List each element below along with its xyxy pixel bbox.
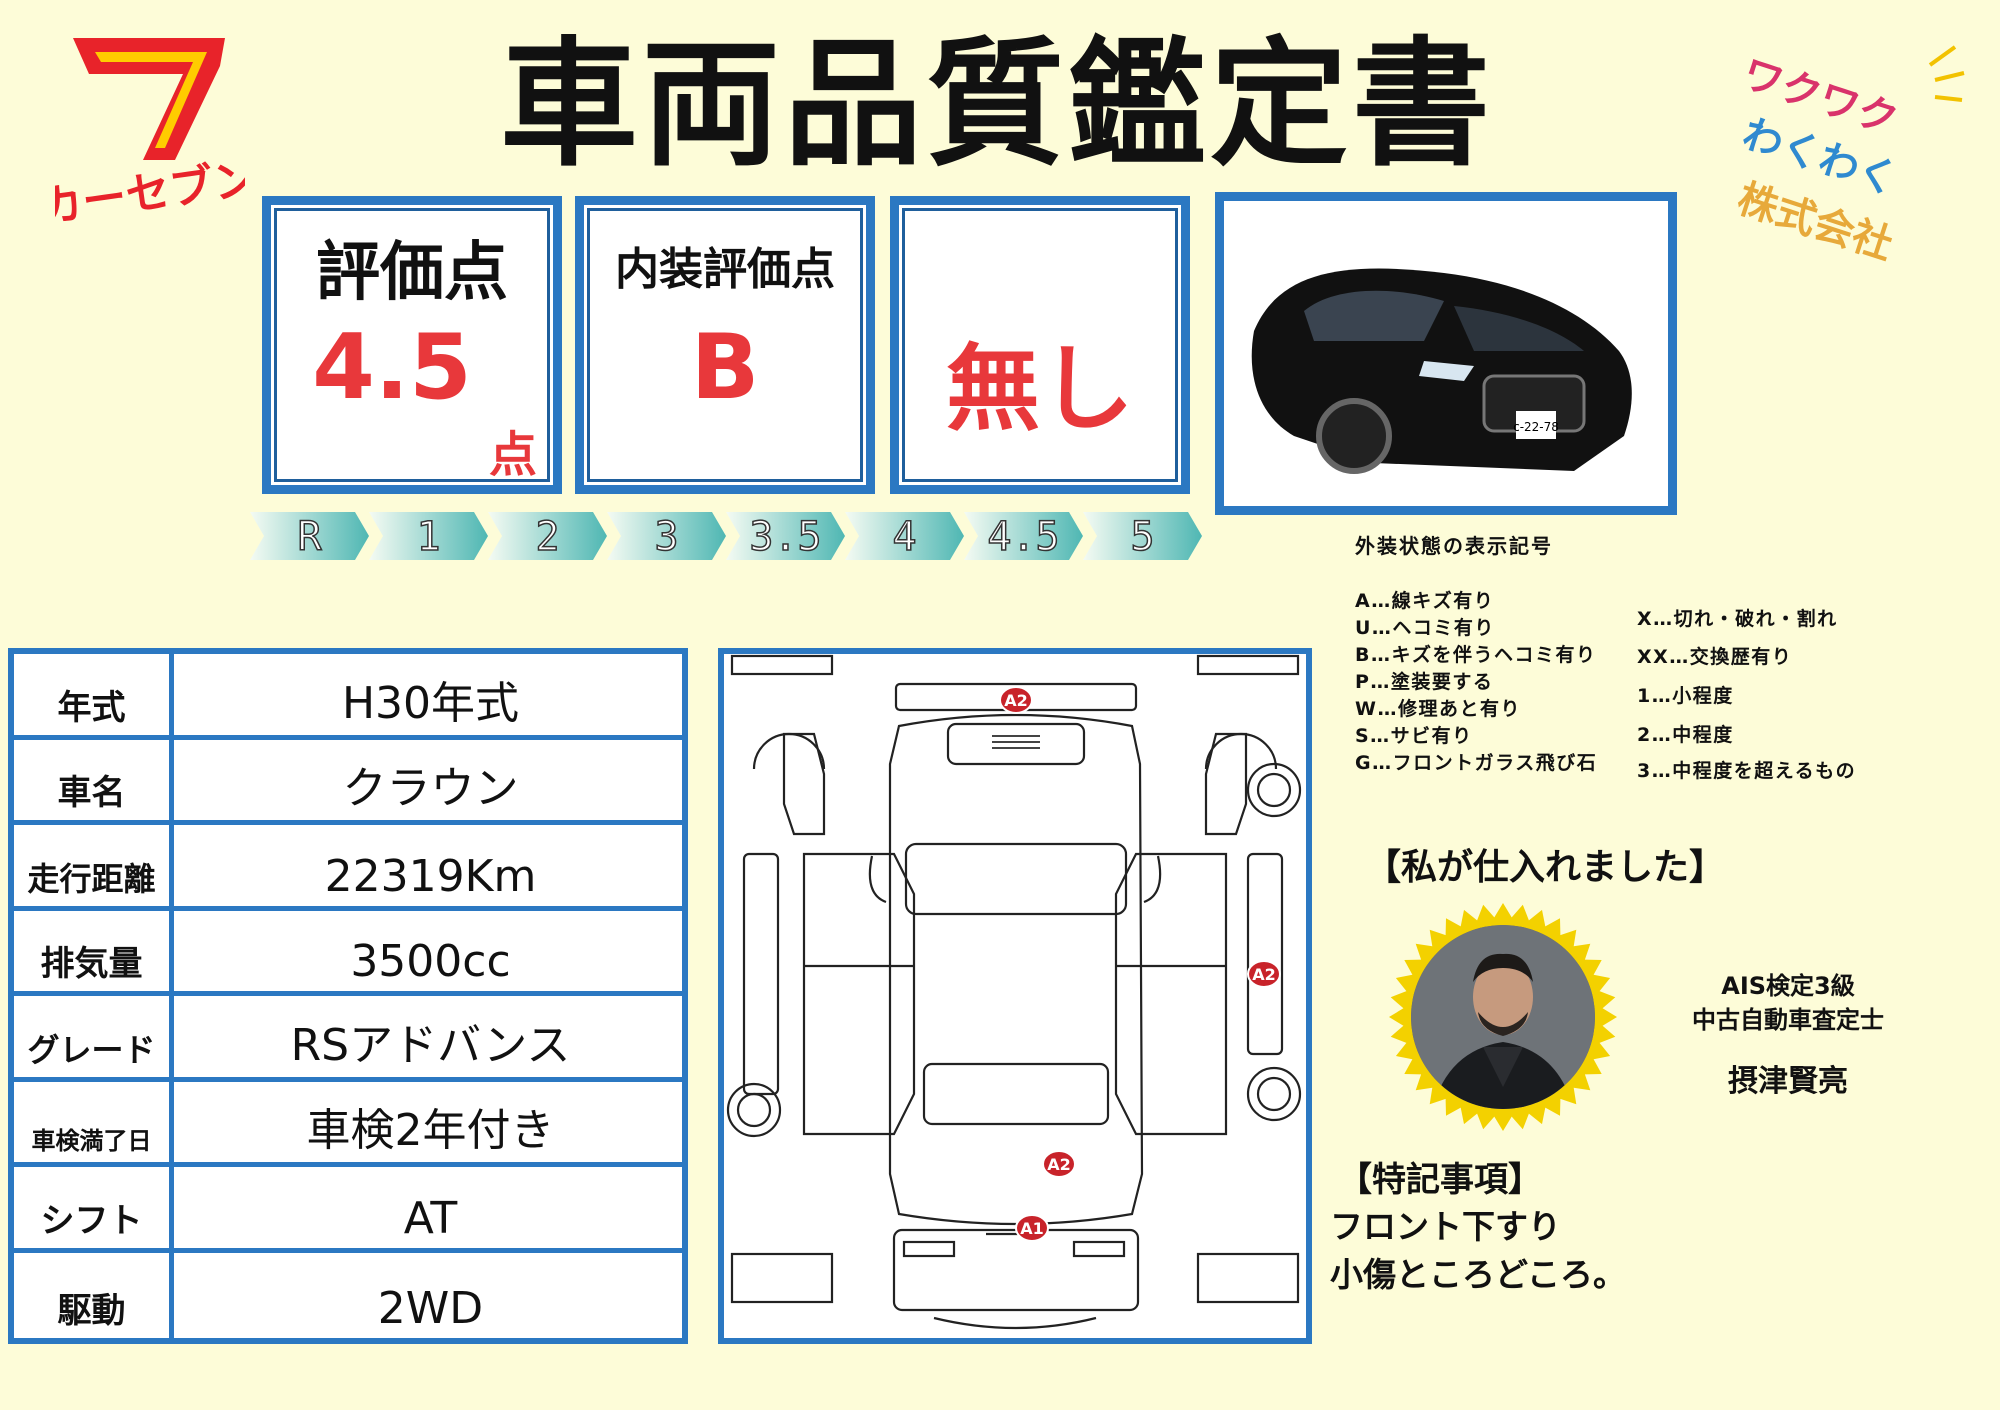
scale-label: R [297,514,322,560]
spec-key: 年式 [14,654,174,735]
staff-name: 摂津賢亮 [1728,1064,1848,1099]
damage-marker [999,686,1033,714]
scale-chevron [607,512,726,560]
car-seven-logo: カーセブン [55,38,245,230]
spec-value: クラウン [342,763,519,814]
legend-item: B…キズを伴うヘコミ有り [1355,644,1597,666]
spec-row: 車名 クラウン [14,739,682,825]
spec-key: シフト [14,1167,174,1248]
spec-key: グレード [14,996,174,1077]
legend-item: A…線キズ有り [1355,590,1495,612]
overall-score-label: 評価点 [316,236,508,310]
spec-key: 車検満了日 [14,1081,174,1162]
avatar [1389,903,1617,1131]
wakuwaku-logo: ワクワク わくわく 株式会社 [1732,45,1965,265]
scale-label: 3 [654,514,678,560]
legend-item: W…修理あと有り [1355,698,1521,720]
damage-marker-label: A2 [1252,965,1276,984]
scale-label: 1 [416,514,440,560]
spec-table: 年式 H30年式車名 クラウン走行距離 22319Km 排気量 3500cc グレード RSア… [8,648,688,1344]
legend-title: 外装状態の表示記号 [1355,534,1553,558]
plate-text: c-22-78 [1513,420,1559,434]
purchaser-heading: 【私が仕入れました】 [1365,847,1726,888]
scale-label: 2 [535,514,559,560]
spec-row: 排気量 3500cc [14,910,682,996]
scale-label: 5 [1130,514,1154,560]
spec-row: グレード RSアドバンス [14,996,682,1082]
spec-value: H30年式 [341,677,520,729]
spec-row: 走行距離 22319Km [14,825,682,911]
scale-label: 4.5 [987,514,1059,560]
legend-item: X…切れ・破れ・割れ [1637,608,1838,630]
spec-row: 年式 H30年式 [14,654,682,740]
spec-value: 22319Km [324,850,537,902]
cert-appraiser: 中古自動車査定士 [1692,1006,1884,1034]
damage-marker-label: A1 [1020,1219,1044,1238]
interior-score-label: 内装評価点 [615,244,835,295]
legend-item: S…サビ有り [1355,725,1473,747]
damage-marker [1247,960,1281,988]
overall-score-value: 4.5 [312,315,472,420]
note-line: フロント下すり [1330,1207,1561,1246]
car-icon: c-22-78 [1251,268,1632,474]
legend-item: 1…小程度 [1637,685,1734,707]
scale-label: 4 [892,514,916,560]
scale-chevron [845,512,964,560]
interior-score-box: 内装評価点 B [575,196,875,494]
spec-row: 車検満了日 車検2年付き [14,1081,682,1167]
spec-key: 走行距離 [14,825,174,906]
spec-value: AT [403,1192,458,1244]
scale-chevron [726,512,845,560]
legend-item: G…フロントガラス飛び石 [1355,752,1598,774]
brand-logo-text: カーセブン [55,153,245,230]
overall-score-box: 評価点 4.5 点 [262,196,562,494]
accident-history-value: 無し [945,335,1134,444]
legend-item: 3…中程度を超えるもの [1637,760,1857,782]
interior-score-value: B [690,315,760,420]
page-title: 車両品質鑑定書 [500,24,1495,185]
damage-marker [1042,1150,1076,1178]
spec-key: 排気量 [14,910,174,991]
scale-chevron [488,512,607,560]
overall-score-unit: 点 [488,427,537,483]
car-photo: c-22-78 [1215,192,1677,515]
spec-value: 車検2年付き [306,1105,555,1156]
damage-marker [1015,1214,1049,1242]
spec-value: 3500cc [350,936,511,987]
accident-history-box: 無し [890,196,1190,494]
spec-value: 2WD [377,1283,484,1334]
scale-label: 3.5 [749,514,821,560]
scale-chevron [250,512,369,560]
spec-key: 車名 [14,739,174,820]
spec-value: RSアドバンス [290,1019,571,1071]
score-scale: R 1 2 3 3.5 4 4.5 5 [250,512,1202,561]
cert-ais: AIS検定3級 [1721,972,1855,1000]
damage-marker-label: A2 [1004,691,1028,710]
legend-item: U…ヘコミ有り [1355,617,1495,639]
spec-row: シフト AT [14,1167,682,1253]
spec-key: 駆動 [14,1252,174,1338]
scale-chevron [369,512,488,560]
note-line: 小傷ところどころ。 [1330,1255,1627,1294]
legend-item: XX…交換歴有り [1637,646,1793,668]
scale-chevron [964,512,1083,560]
scale-chevron [1083,512,1202,560]
legend-item: 2…中程度 [1637,724,1734,746]
spec-row: 駆動 2WD [14,1252,682,1338]
legend-item: P…塗装要する [1355,671,1494,693]
notes-heading: 【特記事項】 [1338,1160,1542,1200]
damage-marker-label: A2 [1047,1155,1071,1174]
